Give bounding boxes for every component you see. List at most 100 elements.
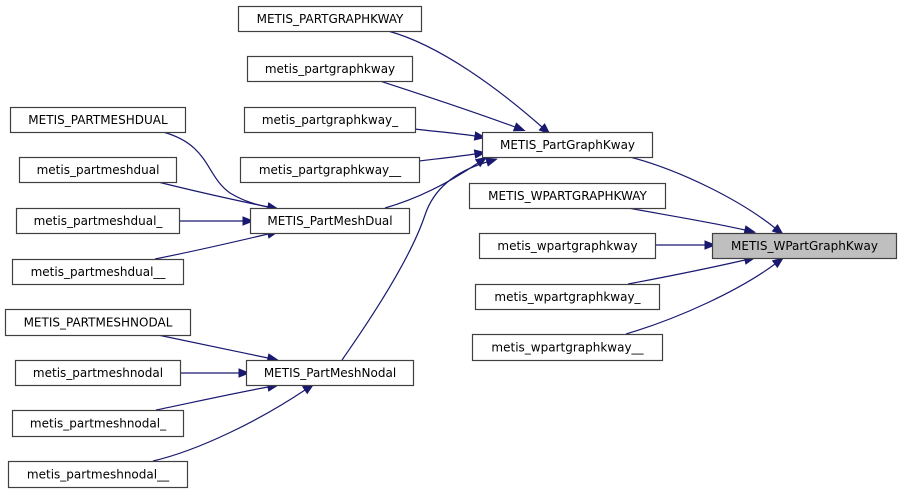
node-metis-partgraphkway[interactable]: METIS_PartGraphKway bbox=[481, 131, 654, 159]
node-metis-partgraphkway-double-underscore[interactable]: metis_partgraphkway__ bbox=[239, 156, 421, 184]
edge-line bbox=[627, 259, 746, 285]
edge-pmd-to-PartMeshDual bbox=[157, 181, 280, 212]
arrowhead-icon bbox=[771, 257, 785, 269]
node-label: METIS_PARTGRAPHKWAY bbox=[257, 12, 404, 26]
node-box[interactable] bbox=[711, 232, 898, 260]
node-label: metis_partgraphkway bbox=[265, 62, 395, 76]
edge-PARTMESHNODAL-to-PartMeshNodal bbox=[157, 334, 280, 363]
edge-pmd_-to-PartMeshDual bbox=[179, 216, 255, 226]
node-box[interactable] bbox=[11, 409, 185, 438]
edge-pmn_-to-PartMeshNodal bbox=[155, 382, 280, 411]
edge-line bbox=[387, 30, 543, 128]
edges-layer bbox=[152, 30, 785, 462]
edge-wpgk_-to-WPartGraphKway bbox=[627, 255, 757, 285]
arrowhead-icon bbox=[512, 122, 526, 132]
edge-pgk-to-PartGraphKway bbox=[379, 80, 526, 132]
edge-pmd__-to-PartMeshDual bbox=[154, 229, 280, 260]
edge-line bbox=[155, 386, 269, 411]
edge-line bbox=[152, 389, 306, 462]
edge-wpgk__-to-WPartGraphKway bbox=[625, 257, 785, 335]
node-metis-wpartgraphkway[interactable]: METIS_WPARTGRAPHKWAY bbox=[468, 182, 667, 210]
node-metis-partmeshdual-double-underscore[interactable]: metis_partmeshdual__ bbox=[11, 258, 185, 286]
edge-line bbox=[625, 263, 776, 335]
edge-pgk_-to-PartGraphKway bbox=[414, 128, 487, 141]
node-label: metis_wpartgraphkway bbox=[497, 239, 637, 253]
node-label: metis_partmeshdual bbox=[37, 163, 160, 177]
edge-line bbox=[341, 161, 488, 361]
node-label: metis_partgraphkway__ bbox=[259, 163, 402, 177]
node-label: metis_wpartgraphkway__ bbox=[491, 341, 644, 355]
node-box[interactable] bbox=[18, 156, 178, 184]
node-box[interactable] bbox=[239, 156, 421, 184]
node-metis-wpartgraphkway-double-underscore[interactable]: metis_wpartgraphkway__ bbox=[471, 333, 664, 362]
node-box[interactable] bbox=[249, 207, 411, 235]
node-label: metis_partmeshdual_ bbox=[34, 214, 164, 228]
edge-line bbox=[629, 156, 776, 229]
node-label: METIS_PartMeshNodal bbox=[264, 366, 396, 380]
node-box[interactable] bbox=[237, 5, 423, 33]
arrowhead-icon bbox=[743, 225, 757, 235]
node-box[interactable] bbox=[11, 258, 185, 286]
node-box[interactable] bbox=[478, 232, 657, 260]
node-metis-partgraphkway[interactable]: metis_partgraphkway bbox=[246, 55, 414, 83]
node-metis-partmeshnodal[interactable]: METIS_PARTMESHNODAL bbox=[4, 308, 192, 337]
node-metis-partgraphkway-underscore[interactable]: metis_partgraphkway_ bbox=[243, 106, 417, 134]
node-metis-partmeshnodal-underscore[interactable]: metis_partmeshnodal_ bbox=[11, 409, 185, 438]
nodes-layer: METIS_WPartGraphKwayMETIS_PartGraphKwayM… bbox=[4, 5, 898, 489]
node-label: metis_partmeshnodal_ bbox=[30, 417, 167, 431]
node-box[interactable] bbox=[4, 308, 192, 337]
node-box[interactable] bbox=[471, 333, 664, 362]
node-box[interactable] bbox=[468, 182, 667, 210]
node-metis-wpartgraphkway-underscore[interactable]: metis_wpartgraphkway_ bbox=[474, 283, 661, 311]
edge-line bbox=[154, 233, 269, 260]
node-metis-partgraphkway[interactable]: METIS_PARTGRAPHKWAY bbox=[237, 5, 423, 33]
node-metis-partmeshnodal-double-underscore[interactable]: metis_partmeshnodal__ bbox=[7, 460, 189, 489]
edge-PartMeshNodal-to-PartGraphKway bbox=[341, 157, 498, 361]
edge-line bbox=[414, 128, 476, 137]
edge-line bbox=[418, 153, 476, 162]
node-box[interactable] bbox=[7, 460, 189, 489]
node-label: METIS_PartGraphKway bbox=[500, 138, 635, 152]
node-label: metis_partmeshnodal__ bbox=[27, 468, 170, 482]
edge-pmn-to-PartMeshNodal bbox=[180, 368, 251, 378]
node-label: metis_partmeshnodal bbox=[33, 366, 163, 380]
node-box[interactable] bbox=[15, 207, 181, 235]
node-metis-partmeshdual[interactable]: metis_partmeshdual bbox=[18, 156, 178, 184]
edge-PARTGRAPHKWAY-to-PartGraphKway bbox=[387, 30, 551, 135]
arrowhead-icon bbox=[538, 123, 551, 135]
node-metis-partmeshdual-underscore[interactable]: metis_partmeshdual_ bbox=[15, 207, 181, 235]
node-label: METIS_PARTMESHNODAL bbox=[24, 316, 173, 330]
node-box[interactable] bbox=[14, 359, 182, 387]
arrowhead-icon bbox=[704, 240, 717, 250]
arrowhead-icon bbox=[242, 216, 255, 226]
node-label: metis_partgraphkway_ bbox=[262, 113, 399, 127]
edge-PartGraphKway-to-WPartGraphKway bbox=[629, 156, 784, 236]
arrowhead-icon bbox=[485, 157, 498, 167]
edge-line bbox=[157, 181, 269, 208]
node-metis-partmeshdual[interactable]: METIS_PartMeshDual bbox=[249, 207, 411, 235]
node-label: METIS_PartMeshDual bbox=[267, 214, 392, 228]
node-label: METIS_WPARTGRAPHKWAY bbox=[488, 189, 647, 203]
edge-line bbox=[157, 334, 269, 359]
edge-wpgk-to-WPartGraphKway bbox=[655, 240, 717, 250]
node-label: metis_wpartgraphkway_ bbox=[494, 290, 641, 304]
node-box[interactable] bbox=[474, 283, 661, 311]
node-box[interactable] bbox=[481, 131, 654, 159]
node-box[interactable] bbox=[243, 106, 417, 134]
node-metis-partmeshnodal[interactable]: metis_partmeshnodal bbox=[14, 359, 182, 387]
edge-line bbox=[379, 80, 516, 128]
edge-line bbox=[627, 207, 746, 231]
arrowhead-icon bbox=[474, 156, 488, 168]
node-box[interactable] bbox=[9, 106, 187, 134]
node-metis-partmeshdual[interactable]: METIS_PARTMESHDUAL bbox=[9, 106, 187, 134]
node-box[interactable] bbox=[246, 55, 414, 83]
node-metis-partmeshnodal[interactable]: METIS_PartMeshNodal bbox=[245, 359, 415, 387]
node-label: metis_partmeshdual__ bbox=[31, 265, 167, 279]
node-metis-wpartgraphkway[interactable]: METIS_WPartGraphKway bbox=[711, 232, 898, 260]
node-label: METIS_WPartGraphKway bbox=[731, 239, 878, 253]
arrowhead-icon bbox=[771, 223, 784, 236]
edge-WPARTGRAPHKWAY-to-WPartGraphKway bbox=[627, 207, 757, 235]
node-box[interactable] bbox=[245, 359, 415, 387]
node-metis-wpartgraphkway[interactable]: metis_wpartgraphkway bbox=[478, 232, 657, 260]
